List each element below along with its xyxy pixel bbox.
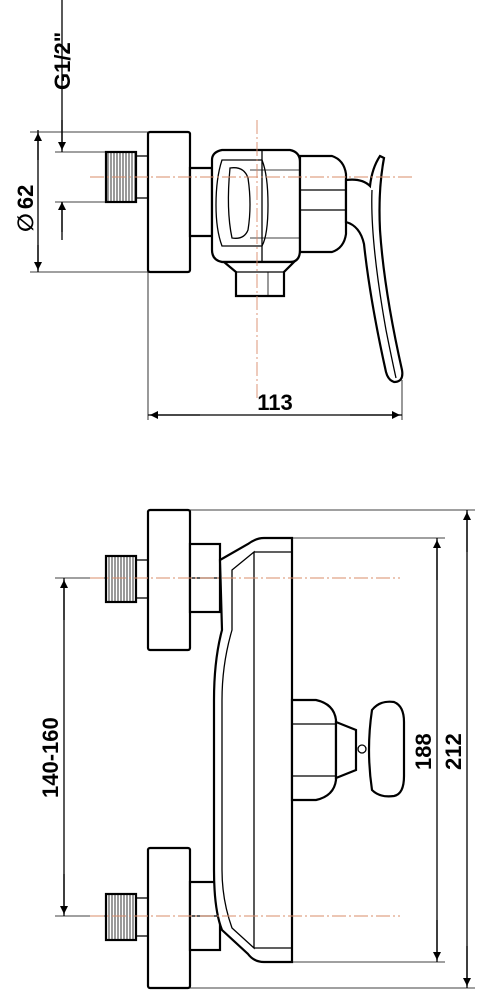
body-recess [227, 167, 251, 239]
body-front-inner [221, 550, 255, 950]
lower-collar [135, 897, 149, 937]
top-view: G1/2" ∅ 62 [13, 0, 415, 420]
lever-edge [371, 189, 397, 379]
cartridge [298, 154, 348, 254]
diameter-value: 62 [13, 185, 38, 209]
upper-rosette [146, 508, 192, 652]
lower-rosette [146, 846, 192, 990]
upper-collar [135, 559, 149, 599]
outlet [220, 260, 297, 298]
mixer-body-front [212, 536, 294, 964]
total-height-label: 212 [441, 733, 466, 770]
front-cartridge [290, 698, 338, 802]
diameter-label: ∅ 62 [13, 185, 38, 232]
knob-screw-icon [357, 744, 367, 754]
front-view: 140-160 [38, 508, 475, 990]
lever-handle [344, 154, 404, 384]
upper-thread-hatching [108, 556, 134, 602]
mixer-body-top [210, 148, 302, 264]
front-knob [367, 700, 406, 798]
center-distance-label: 140-160 [38, 717, 63, 798]
thread-label: G1/2" [50, 32, 75, 90]
connector [188, 166, 214, 238]
knob-stem [334, 720, 358, 780]
diameter-symbol: ∅ [13, 213, 38, 232]
lower-thread-hatching [108, 894, 134, 940]
rosette [146, 130, 192, 274]
depth-label: 113 [257, 390, 293, 415]
body-height-label: 188 [411, 733, 436, 770]
